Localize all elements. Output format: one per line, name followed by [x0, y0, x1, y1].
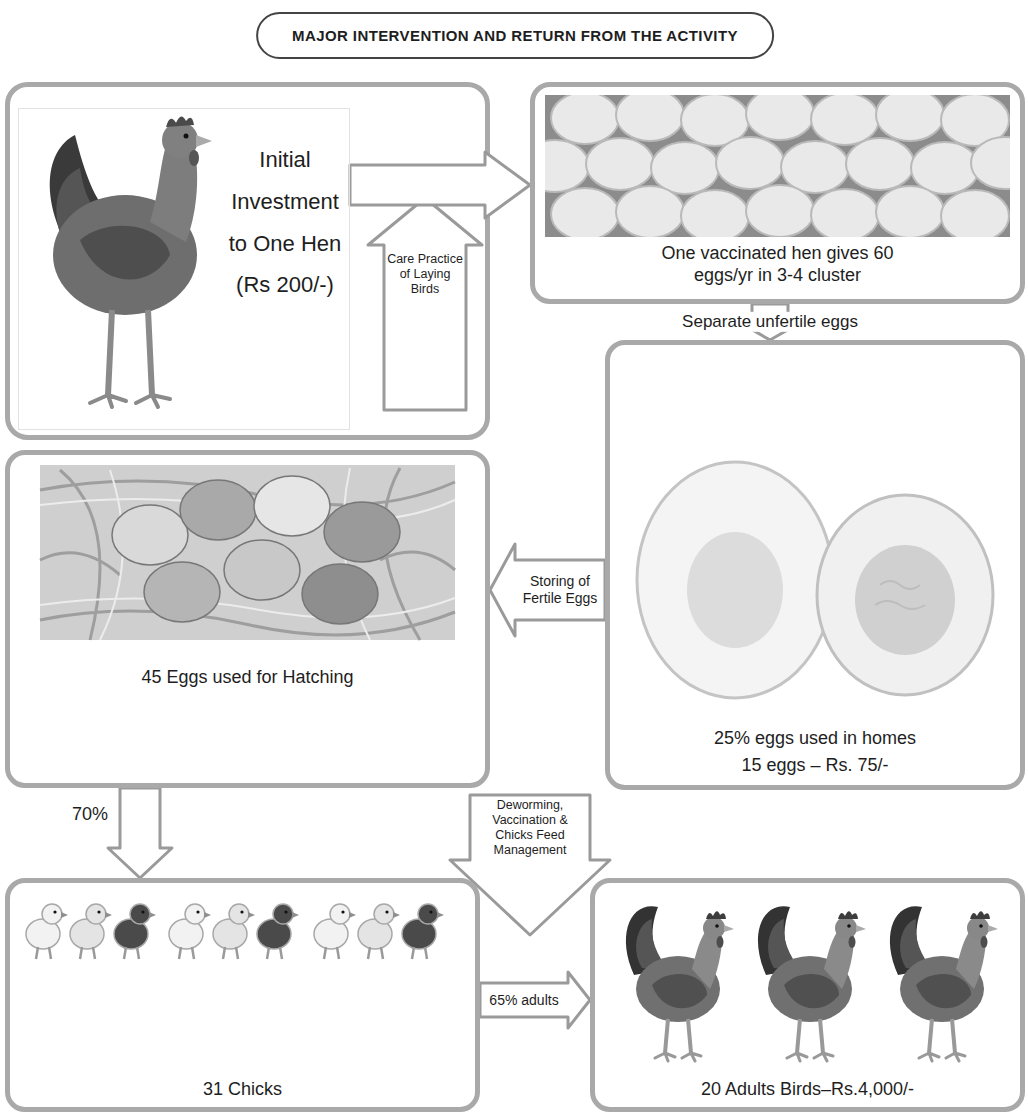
- chick-figure: [70, 904, 112, 959]
- node-text: 15 eggs – Rs. 75/-: [610, 755, 1020, 777]
- egg-half: [817, 495, 993, 695]
- eggs-box: One vaccinated hen gives 60 eggs/yr in 3…: [530, 82, 1025, 304]
- hen-legs: [108, 310, 152, 395]
- hen-wing: [80, 226, 170, 280]
- chicks-box: 31 Chicks: [5, 878, 480, 1112]
- egg-shape: [746, 185, 814, 237]
- hen-picture: [50, 116, 212, 407]
- hatching-box: 45 Eggs used for Hatching: [5, 450, 490, 788]
- panel-frame: [8, 85, 488, 438]
- egg-shape: [876, 186, 944, 237]
- egg-shape: [545, 140, 589, 192]
- chicks-picture: [26, 904, 444, 959]
- egg-yolk: [855, 545, 955, 655]
- hen-eye: [184, 134, 189, 139]
- egg-shape: [616, 95, 684, 141]
- egg-shape: [651, 142, 719, 194]
- boiled-eggs-picture: [637, 462, 993, 698]
- node-text: One vaccinated hen gives 60 eggs/yr in 3…: [660, 243, 895, 286]
- intervention-label: Deworming, Vaccination & Chicks Feed Man…: [472, 798, 588, 858]
- chick-figure: [114, 904, 156, 959]
- rooster-figure: [890, 906, 998, 1061]
- rooster-figure: [758, 906, 866, 1061]
- egg-shape: [180, 480, 256, 540]
- egg-shape: [112, 505, 188, 565]
- page-title: MAJOR INTERVENTION AND RETURN FROM THE A…: [256, 12, 774, 59]
- adult-birds-box: 20 Adults Birds–Rs.4,000/-: [590, 878, 1025, 1112]
- egg-half: [637, 462, 833, 698]
- egg-shape: [324, 502, 400, 562]
- egg-shape: [911, 142, 979, 194]
- edge-label: Storing of Fertile Eggs: [521, 573, 599, 607]
- egg-shape: [846, 138, 914, 190]
- egg-shape: [586, 138, 654, 190]
- node-text: Initial Investment to One Hen (Rs 200/-): [224, 139, 346, 306]
- node-text: 31 Chicks: [10, 1079, 475, 1101]
- hen-comb: [166, 116, 194, 127]
- rooster-figure: [626, 906, 734, 1061]
- hen-feet: [90, 395, 170, 407]
- egg-shape: [551, 95, 619, 144]
- egg-shape: [876, 95, 944, 141]
- egg-shape: [746, 95, 814, 140]
- eggs-picture: [545, 95, 1010, 237]
- yolk-texture: [875, 581, 925, 609]
- nest-picture: [40, 465, 455, 640]
- chick-figure: [213, 904, 255, 959]
- chick-figure: [257, 904, 299, 959]
- egg-shape: [144, 562, 220, 622]
- egg-shape: [616, 186, 684, 237]
- egg-shape: [224, 540, 300, 600]
- node-text: 25% eggs used in homes: [610, 728, 1020, 750]
- chick-figure: [402, 904, 444, 959]
- edge-label: 70%: [72, 804, 108, 826]
- intervention-label: Care Practice of Laying Birds: [386, 252, 464, 297]
- block-arrow: [490, 544, 605, 636]
- egg-shape: [716, 137, 784, 189]
- egg-shape: [781, 141, 849, 193]
- straw-lines: [40, 468, 455, 640]
- egg-shape: [302, 564, 378, 624]
- edge-label: Separate unfertile eggs: [677, 312, 863, 332]
- egg-shape: [811, 95, 879, 145]
- egg-shape: [254, 476, 330, 536]
- nest-ground: [40, 465, 455, 640]
- adult-birds-picture: [626, 906, 998, 1061]
- egg-shape: [971, 137, 1010, 189]
- investment-box: Initial Investment to One Hen (Rs 200/-): [18, 108, 350, 430]
- node-text: 45 Eggs used for Hatching: [10, 667, 485, 689]
- chick-figure: [358, 904, 400, 959]
- block-arrow: [450, 795, 610, 935]
- edge-label: 65% adults: [489, 992, 558, 1009]
- egg-shape: [681, 190, 749, 237]
- egg-shape: [811, 189, 879, 237]
- hen-beak: [196, 135, 212, 147]
- block-arrow: [108, 788, 172, 878]
- chick-figure: [314, 904, 356, 959]
- node-text: 20 Adults Birds–Rs.4,000/-: [595, 1079, 1020, 1101]
- straw-lines: [40, 468, 455, 640]
- chick-figure: [26, 904, 68, 959]
- block-arrow: [350, 152, 530, 218]
- home-use-box: 25% eggs used in homes 15 eggs – Rs. 75/-: [605, 340, 1025, 790]
- block-arrow: [480, 972, 590, 1028]
- block-arrow: [368, 198, 482, 410]
- egg-shape: [941, 190, 1009, 237]
- hen-wattle: [189, 150, 199, 166]
- chick-figure: [169, 904, 211, 959]
- egg-yolk: [687, 532, 783, 648]
- egg-shape: [551, 188, 619, 237]
